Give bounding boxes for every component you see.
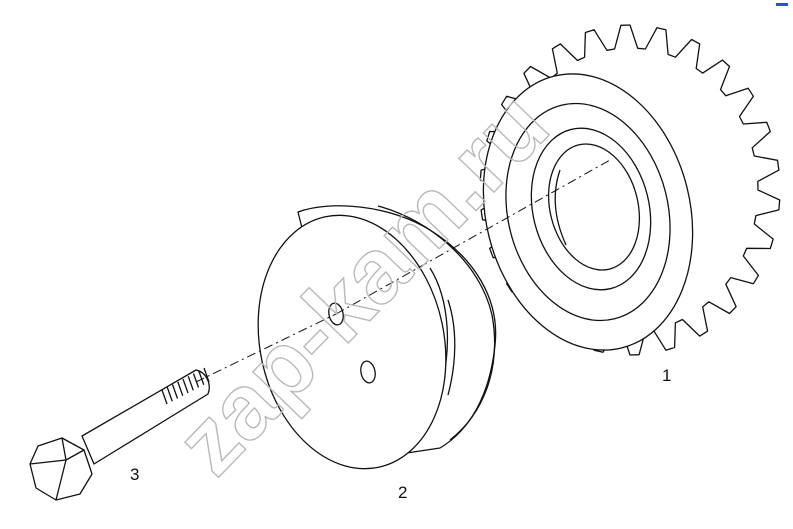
bolt-thread-line — [161, 389, 168, 405]
corner-mark — [776, 3, 788, 6]
gear-bore-depth — [554, 169, 567, 246]
gear-face — [482, 73, 694, 351]
bolt-thread-line — [187, 376, 194, 391]
bolt-head — [29, 437, 93, 501]
pulley-center-hole — [328, 302, 344, 326]
callout-label-gear: 1 — [662, 366, 672, 385]
bolt-part — [29, 367, 210, 501]
bolt-thread-line — [171, 384, 179, 399]
pulley-rim-edge — [377, 205, 496, 441]
bolt-head-facets — [29, 437, 85, 501]
gear-hub-ring — [530, 127, 652, 291]
pulley-groove-2 — [447, 299, 456, 396]
gear-bore — [547, 143, 641, 271]
bolt-thread-line — [182, 378, 189, 394]
bolt-thread-line — [166, 387, 173, 402]
callout-label-pulley: 2 — [398, 483, 408, 502]
bolt-thread-line — [203, 367, 210, 383]
bolt-thread — [161, 367, 210, 405]
assembly-axis-line — [195, 159, 611, 383]
bolt-thread-line — [198, 370, 205, 385]
pulley-face — [257, 214, 447, 470]
pulley-pin-hole — [360, 360, 376, 384]
bolt-thread-line — [192, 373, 200, 388]
bolt-thread-line — [177, 381, 184, 396]
gear-part — [479, 24, 781, 356]
callout-label-bolt: 3 — [130, 465, 140, 484]
pulley-part — [257, 205, 497, 470]
gear-face-inner-ring — [505, 102, 671, 322]
